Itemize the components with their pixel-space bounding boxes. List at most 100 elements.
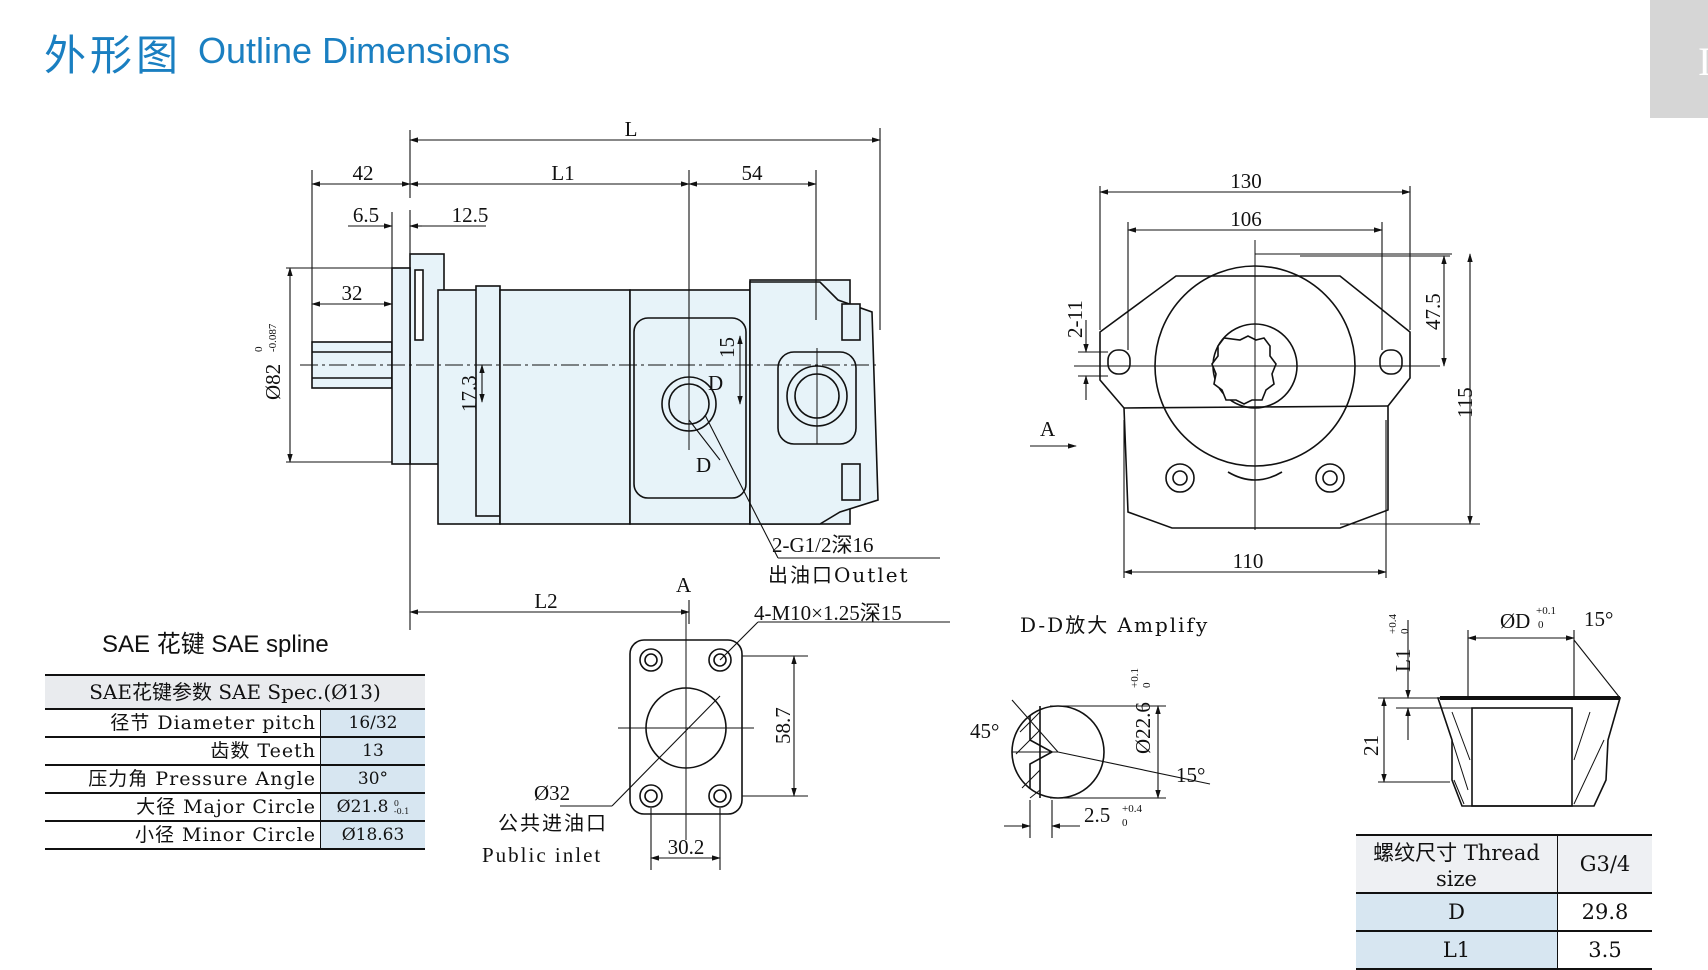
spline-row-label: 径节 Diameter pitch bbox=[45, 709, 321, 738]
major-tol-lower: -0.1 bbox=[393, 806, 410, 816]
table-row: 小径 Minor Circle Ø18.63 bbox=[45, 821, 425, 850]
dim-L: L bbox=[625, 117, 638, 141]
table-row: 径节 Diameter pitch 16/32 bbox=[45, 709, 425, 738]
dd-angle-45: 45° bbox=[970, 719, 999, 743]
spline-row-value: Ø18.63 bbox=[320, 821, 425, 850]
dim-shaft-tol-lower: -0.087 bbox=[267, 323, 279, 352]
thread-header-value: G3/4 bbox=[1557, 834, 1652, 894]
spline-row-value: 16/32 bbox=[320, 709, 425, 738]
dim-17-3: 17.3 bbox=[457, 375, 481, 412]
thread-row-label: D bbox=[1356, 893, 1558, 932]
spline-row-label: 小径 Minor Circle bbox=[45, 821, 321, 850]
pump-side-view bbox=[300, 253, 880, 525]
port-texts: ØD +0.1 0 15° L1 +0.4 0 21 bbox=[1359, 605, 1613, 756]
dim-15: 15 bbox=[715, 337, 739, 358]
major-circle-tolerance: 0 -0.1 bbox=[393, 798, 410, 816]
dim-6-5: 6.5 bbox=[353, 203, 379, 227]
dd-texts: D-D放大 Amplify 45° 15° Ø22.6 +0.1 0 2.5 +… bbox=[970, 613, 1209, 829]
corner-tab: I bbox=[1650, 0, 1708, 118]
section-mark-D-lower: D bbox=[696, 453, 711, 477]
port-dimensions bbox=[1378, 620, 1621, 783]
port-dim-L1-tol-up: +0.4 bbox=[1387, 614, 1399, 634]
dim-inlet-diameter: Ø32 bbox=[534, 781, 570, 805]
public-inlet-cn: 公共进油口 bbox=[498, 811, 608, 835]
thread-row-value: 29.8 bbox=[1557, 893, 1652, 932]
port-dim-L1-tol-lo: 0 bbox=[1399, 628, 1411, 634]
corner-tab-glyph: I bbox=[1698, 39, 1708, 84]
inlet-flange-view bbox=[618, 612, 754, 840]
thread-row-label: L1 bbox=[1356, 931, 1558, 970]
dim-2-11: 2-11 bbox=[1063, 300, 1087, 338]
port-dim-D-tol-lo: 0 bbox=[1538, 619, 1544, 631]
table-row: D 29.8 bbox=[1356, 893, 1652, 932]
pump-front-view bbox=[1074, 240, 1440, 530]
dd-dim-2-5: 2.5 bbox=[1084, 803, 1110, 827]
outlet-thread-callout: 2-G1/2深16 bbox=[772, 533, 874, 557]
dd-diameter-22-6: Ø22.6 bbox=[1131, 702, 1155, 754]
dd-dim-2-5-tol-up: +0.4 bbox=[1122, 803, 1142, 815]
dim-115: 115 bbox=[1453, 387, 1477, 418]
spline-row-value: 30° bbox=[320, 765, 425, 794]
port-dim-D: ØD bbox=[1500, 609, 1530, 633]
port-dim-21: 21 bbox=[1359, 735, 1383, 756]
outlet-label: 出油口Outlet bbox=[768, 563, 910, 587]
port-dim-D-tol-up: +0.1 bbox=[1536, 605, 1556, 617]
front-view-dimension-texts: 130 106 110 115 47.5 2-11 A bbox=[1040, 169, 1477, 573]
view-label-A: A bbox=[676, 573, 692, 597]
side-view-dimensions bbox=[286, 128, 940, 630]
dd-diameter-tol-lo: 0 bbox=[1141, 682, 1153, 688]
major-circle-value: Ø21.8 bbox=[336, 797, 389, 817]
spline-row-label: 压力角 Pressure Angle bbox=[45, 765, 321, 794]
side-view-dimension-texts: L 42 L1 54 6.5 12.5 32 L2 Ø82 0 -0.087 1… bbox=[253, 117, 910, 613]
public-inlet-en: Public inlet bbox=[482, 843, 602, 867]
spline-row-value: 13 bbox=[320, 737, 425, 766]
port-angle-15: 15° bbox=[1584, 607, 1613, 631]
dim-42: 42 bbox=[353, 161, 374, 185]
dim-30-2: 30.2 bbox=[668, 835, 705, 859]
dim-106: 106 bbox=[1230, 207, 1262, 231]
major-tol-upper: 0 bbox=[393, 798, 399, 808]
flange-dimensions bbox=[560, 621, 950, 870]
dim-12-5: 12.5 bbox=[452, 203, 489, 227]
dd-amplify-label: D-D放大 Amplify bbox=[1020, 613, 1209, 637]
spline-spec-table: SAE花键参数 SAE Spec.(Ø13) 径节 Diameter pitch… bbox=[45, 674, 425, 850]
view-arrow-A: A bbox=[1040, 417, 1056, 441]
dd-dimensions bbox=[1004, 699, 1211, 838]
spline-table-header-cell: SAE花键参数 SAE Spec.(Ø13) bbox=[45, 674, 425, 710]
spline-row-value: Ø21.8 0 -0.1 bbox=[320, 793, 425, 822]
title-english: Outline Dimensions bbox=[198, 30, 511, 71]
dim-32: 32 bbox=[342, 281, 363, 305]
dim-54: 54 bbox=[742, 161, 764, 185]
thread-size-table: 螺纹尺寸 Thread size G3/4 D 29.8 L1 3.5 bbox=[1356, 834, 1652, 970]
dim-58-7: 58.7 bbox=[771, 707, 795, 744]
dd-dim-2-5-tol-lo: 0 bbox=[1122, 817, 1128, 829]
dim-L2: L2 bbox=[534, 589, 557, 613]
dim-47-5: 47.5 bbox=[1421, 293, 1445, 330]
front-view-dimensions bbox=[1030, 186, 1480, 578]
table-row: L1 3.5 bbox=[1356, 931, 1652, 970]
port-dim-L1: L1 bbox=[1391, 649, 1415, 672]
flange-bolts-callout: 4-M10×1.25深15 bbox=[754, 601, 902, 625]
title-chinese: 外形图 bbox=[44, 31, 183, 80]
thread-port-detail bbox=[1436, 696, 1622, 807]
thread-table-header: 螺纹尺寸 Thread size G3/4 bbox=[1356, 834, 1652, 894]
section-mark-D-upper: D bbox=[708, 371, 723, 395]
dim-L1: L1 bbox=[551, 161, 574, 185]
table-row: 压力角 Pressure Angle 30° bbox=[45, 765, 425, 794]
thread-row-value: 3.5 bbox=[1557, 931, 1652, 970]
thread-header-label: 螺纹尺寸 Thread size bbox=[1356, 834, 1558, 894]
dim-110: 110 bbox=[1233, 549, 1264, 573]
pump-body bbox=[499, 289, 631, 525]
dd-angle-15: 15° bbox=[1176, 763, 1205, 787]
spline-table-header: SAE花键参数 SAE Spec.(Ø13) bbox=[45, 674, 425, 710]
spline-title: SAE 花键 SAE spline bbox=[102, 631, 329, 658]
dd-diameter-tol-up: +0.1 bbox=[1129, 668, 1141, 688]
table-row: 大径 Major Circle Ø21.8 0 -0.1 bbox=[45, 793, 425, 822]
table-row: 齿数 Teeth 13 bbox=[45, 737, 425, 766]
spline-row-label: 大径 Major Circle bbox=[45, 793, 321, 822]
dim-130: 130 bbox=[1230, 169, 1262, 193]
spline-row-label: 齿数 Teeth bbox=[45, 737, 321, 766]
dim-shaft-diameter: Ø82 bbox=[261, 364, 285, 400]
dim-shaft-tol-upper: 0 bbox=[253, 346, 265, 352]
